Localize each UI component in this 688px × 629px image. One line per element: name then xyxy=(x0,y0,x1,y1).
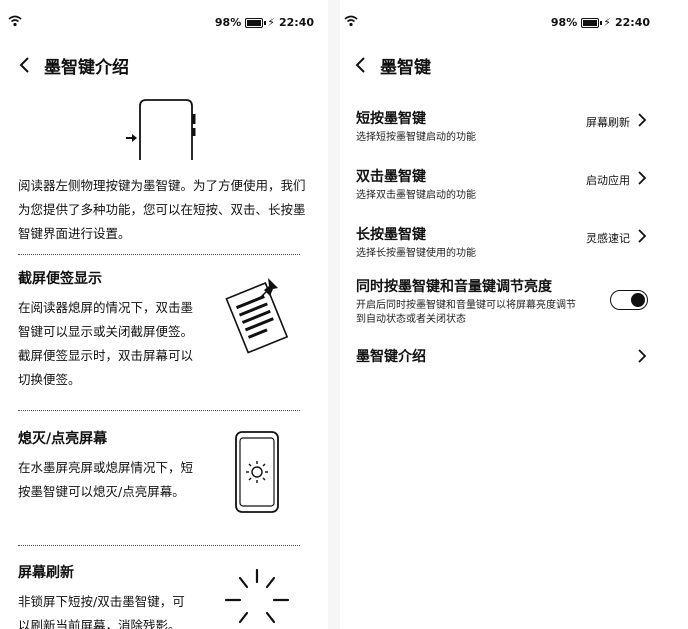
battery-percent: 98% xyxy=(550,16,578,29)
section-text: 在水墨屏亮屏或熄屏情况下，短按墨智键可以熄灭/点亮屏幕。 xyxy=(18,460,194,499)
setting-subtitle: 开启后同时按墨智键和音量键可以将屏幕亮度调节到自动状态或者关闭状态 xyxy=(356,300,576,325)
setting-value: 灵感速记 xyxy=(586,232,630,245)
section-divider xyxy=(18,254,300,255)
status-bar: 98% ⚡ 22:40 xyxy=(4,14,328,32)
setting-title: 墨智键介绍 xyxy=(356,349,426,365)
setting-title: 双击墨智键 xyxy=(356,169,426,185)
battery-percent: 98% xyxy=(214,16,242,29)
section-divider xyxy=(18,545,300,546)
note-pin-icon xyxy=(225,278,289,354)
section-title: 熄灭/点亮屏幕 xyxy=(18,431,108,447)
chevron-right-icon xyxy=(638,349,647,363)
setting-intro-link[interactable]: 墨智键介绍 xyxy=(356,346,648,370)
setting-title: 长按墨智键 xyxy=(356,227,426,243)
intro-screen: 98% ⚡ 22:40 墨智键介绍 阅读器左侧物理按键为墨智键。为了方便使用，我… xyxy=(4,0,328,629)
battery-icon xyxy=(581,17,603,28)
chevron-left-icon xyxy=(355,57,365,73)
screen-divider xyxy=(328,0,340,629)
chevron-right-icon xyxy=(638,113,647,127)
chevron-right-icon xyxy=(638,171,647,185)
setting-long-press[interactable]: 长按墨智键 选择长按墨智键使用的功能 灵感速记 xyxy=(356,224,648,264)
setting-short-press[interactable]: 短按墨智键 选择短按墨智键启动的功能 屏幕刷新 xyxy=(356,108,648,148)
charging-icon: ⚡ xyxy=(603,16,611,29)
phone-side-key-illustration xyxy=(126,99,196,160)
toggle-knob xyxy=(631,292,645,307)
wifi-icon xyxy=(8,15,22,27)
clock: 22:40 xyxy=(278,16,314,29)
wifi-icon xyxy=(344,15,358,27)
chevron-right-icon xyxy=(638,229,647,243)
setting-title: 同时按墨智键和音量键调节亮度 xyxy=(356,279,552,295)
section-title: 截屏便签显示 xyxy=(18,271,102,287)
settings-screen: 98% ⚡ 22:40 墨智键 短按墨智键 选择短按墨智键启动的功能 屏幕刷新 … xyxy=(340,0,664,629)
setting-value: 启动应用 xyxy=(586,174,630,187)
refresh-burst-icon xyxy=(224,568,290,624)
phone-brightness-icon xyxy=(235,431,279,513)
charging-icon: ⚡ xyxy=(267,16,275,29)
page-title: 墨智键介绍 xyxy=(44,57,129,78)
back-button[interactable] xyxy=(12,52,38,78)
header: 墨智键 xyxy=(340,52,664,78)
setting-double-click[interactable]: 双击墨智键 选择双击墨智键启动的功能 启动应用 xyxy=(356,166,648,206)
setting-value: 屏幕刷新 xyxy=(586,116,630,129)
section-divider xyxy=(18,410,300,411)
setting-subtitle: 选择短按墨智键启动的功能 xyxy=(356,132,476,143)
intro-text: 阅读器左侧物理按键为墨智键。为了方便使用，我们为您提供了多种功能，您可以在短按、… xyxy=(18,178,306,241)
status-bar: 98% ⚡ 22:40 xyxy=(340,14,664,32)
back-button[interactable] xyxy=(348,52,374,78)
setting-title: 短按墨智键 xyxy=(356,111,426,127)
section-title: 屏幕刷新 xyxy=(18,565,74,581)
setting-subtitle: 选择双击墨智键启动的功能 xyxy=(356,190,476,201)
chevron-left-icon xyxy=(19,57,29,73)
page-title: 墨智键 xyxy=(380,57,431,78)
clock: 22:40 xyxy=(614,16,650,29)
battery-icon xyxy=(245,17,267,28)
setting-subtitle: 选择长按墨智键使用的功能 xyxy=(356,248,476,259)
section-text: 非锁屏下短按/双击墨智键，可以刷新当前屏幕，消除残影。 xyxy=(18,594,185,629)
section-text: 在阅读器熄屏的情况下，双击墨智键可以显示或关闭截屏便签。截屏便签显示时，双击屏幕… xyxy=(18,300,194,387)
setting-brightness-combo: 同时按墨智键和音量键调节亮度 开启后同时按墨智键和音量键可以将屏幕亮度调节到自动… xyxy=(356,276,648,328)
brightness-toggle[interactable] xyxy=(610,290,648,310)
header: 墨智键介绍 xyxy=(4,52,328,78)
